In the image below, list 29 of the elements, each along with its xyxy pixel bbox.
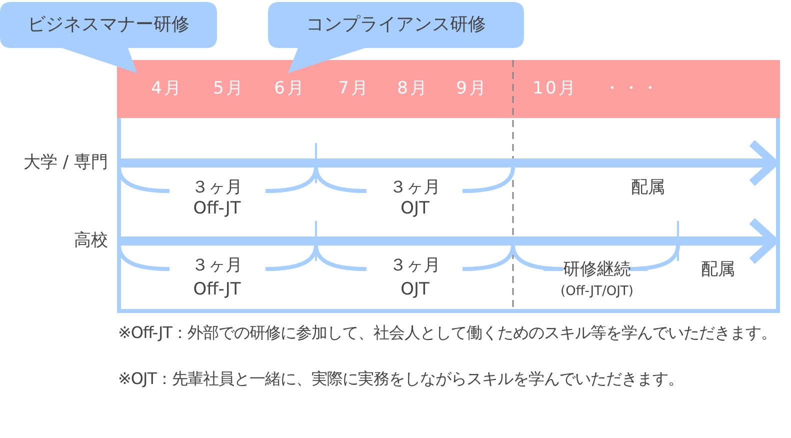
bubble-text: コンプライアンス研修 xyxy=(306,15,486,35)
month-label: 8月 xyxy=(397,80,429,98)
bubble-text: ビジネスマナー研修 xyxy=(28,15,190,35)
month-label: 7月 xyxy=(338,80,370,98)
month-label: 4月 xyxy=(151,80,183,98)
training-label: OJT xyxy=(400,200,430,218)
row-label: 大学 / 専門 xyxy=(23,154,108,172)
duration-label: ３ヶ月 xyxy=(390,178,440,198)
footnote: ※Off-JT：外部での研修に参加して、社会人として働くためのスキル等を学んでいただきます。 xyxy=(118,322,778,344)
assignment-label: 配属 xyxy=(631,178,665,198)
row-label: 高校 xyxy=(74,232,108,250)
training-label: (Off-JT/OJT) xyxy=(560,284,634,300)
month-label: ・・・ xyxy=(604,80,660,98)
assignment-label: 配属 xyxy=(701,260,735,280)
month-label: 10月 xyxy=(532,80,578,98)
month-label: 6月 xyxy=(274,80,306,98)
training-label: Off-JT xyxy=(193,200,241,218)
training-label: Off-JT xyxy=(193,280,241,300)
month-label: 5月 xyxy=(213,80,245,98)
speech-bubble xyxy=(0,2,217,74)
duration-label: ３ヶ月 xyxy=(192,256,242,276)
training-label: OJT xyxy=(400,280,430,300)
month-bar xyxy=(117,60,780,118)
speech-bubble xyxy=(268,2,524,74)
duration-label: ３ヶ月 xyxy=(192,178,242,198)
month-label: 9月 xyxy=(456,80,488,98)
footnote: ※OJT：先輩社員と一緒に、実際に実務をしながらスキルを学んでいただきます。 xyxy=(118,368,684,390)
duration-label: ３ヶ月 xyxy=(390,256,440,276)
training-label: 研修継続 xyxy=(563,260,631,280)
